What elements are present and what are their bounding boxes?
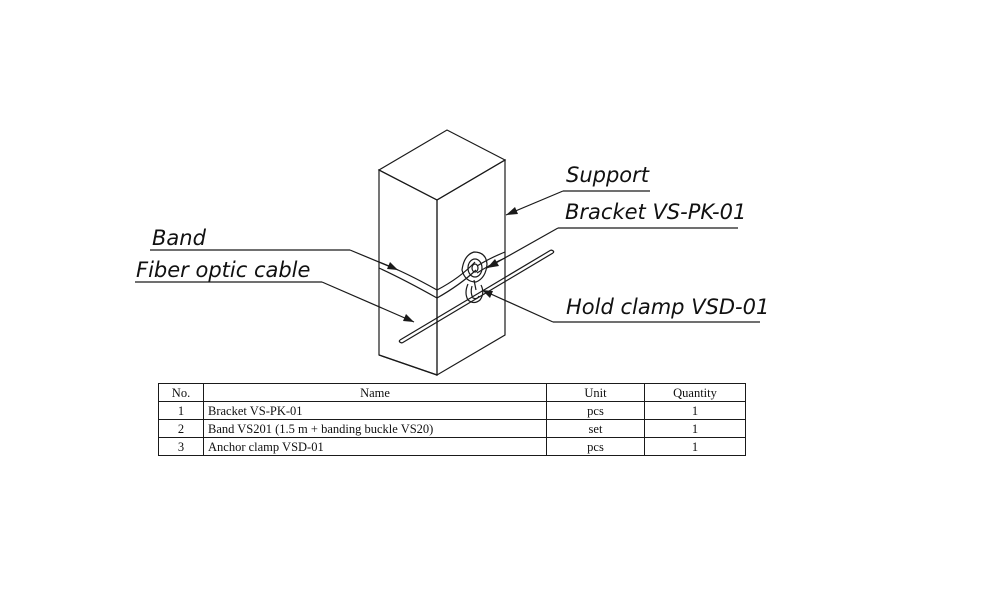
cell-unit: set — [546, 419, 645, 438]
header-name: Name — [203, 383, 547, 402]
cell-no: 2 — [158, 419, 204, 438]
cell-quantity: 1 — [644, 437, 746, 456]
cell-no: 1 — [158, 401, 204, 420]
leader-hold-clamp — [481, 289, 760, 323]
table-header-row: No. Name Unit Quantity — [158, 383, 746, 402]
header-quantity: Quantity — [644, 383, 746, 402]
bracket — [461, 251, 488, 283]
table-row: 3 Anchor clamp VSD-01 pcs 1 — [158, 437, 746, 456]
fiber-optic-cable — [398, 249, 555, 344]
support-post — [377, 129, 507, 377]
leader-bracket — [486, 227, 738, 269]
leader-fiber — [135, 281, 415, 323]
parts-table: No. Name Unit Quantity 1 Bracket VS-PK-0… — [158, 383, 746, 456]
header-no: No. — [158, 383, 204, 402]
support-right-face — [436, 158, 506, 377]
callout-bracket: Bracket VS-PK-01 — [565, 200, 746, 224]
cell-quantity: 1 — [644, 419, 746, 438]
callout-hold-clamp: Hold clamp VSD-01 — [566, 295, 769, 319]
table-row: 2 Band VS201 (1.5 m + banding buckle VS2… — [158, 419, 746, 438]
leader-band — [150, 249, 399, 271]
header-unit: Unit — [546, 383, 645, 402]
leader-support — [505, 190, 650, 216]
callout-support: Support — [566, 163, 650, 187]
callout-fiber-optic-cable: Fiber optic cable — [136, 258, 310, 282]
cell-name: Band VS201 (1.5 m + banding buckle VS20) — [203, 419, 547, 438]
cell-unit: pcs — [546, 401, 645, 420]
callout-band: Band — [152, 226, 207, 250]
table-row: 1 Bracket VS-PK-01 pcs 1 — [158, 401, 746, 420]
cell-unit: pcs — [546, 437, 645, 456]
support-top-face — [377, 129, 507, 201]
cell-name: Anchor clamp VSD-01 — [203, 437, 547, 456]
cell-quantity: 1 — [644, 401, 746, 420]
cell-name: Bracket VS-PK-01 — [203, 401, 547, 420]
cell-no: 3 — [158, 437, 204, 456]
